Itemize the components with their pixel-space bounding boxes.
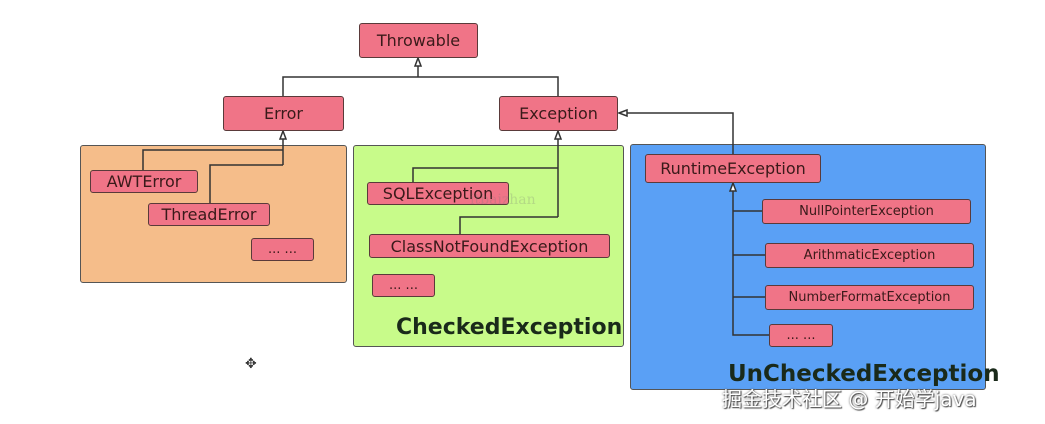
arrow-runtime — [616, 108, 628, 118]
line-runtime-children — [732, 190, 769, 336]
credit-watermark: 掘金技术社区 @ 开始学java — [722, 387, 977, 411]
line-thread — [209, 164, 283, 203]
arrow-runtime-children — [728, 180, 738, 192]
watermark: itbaizhan — [470, 192, 536, 208]
node-checked-more: ... ... — [372, 274, 435, 297]
node-runtime-more: ... ... — [769, 324, 833, 347]
cursor-move-icon: ✥ — [245, 356, 257, 372]
line-sql — [412, 167, 558, 182]
line-awt — [142, 149, 283, 170]
node-null-pointer: NullPointerException — [762, 199, 971, 224]
node-sql-exception: SQLException — [367, 182, 509, 205]
node-number-format: NumberFormatException — [765, 285, 974, 310]
checked-exception-label: CheckedException — [396, 315, 623, 340]
node-arithmatic: ArithmaticException — [765, 243, 974, 268]
node-runtime-exception: RuntimeException — [645, 154, 821, 183]
node-awt-error: AWTError — [90, 170, 198, 193]
line-cnf — [459, 216, 558, 234]
line-runtime-up — [627, 112, 734, 154]
arrow-exception — [553, 128, 563, 140]
line-top-bar — [282, 76, 559, 96]
arrow-throwable — [413, 55, 423, 67]
node-error-more: ... ... — [251, 238, 314, 261]
node-class-not-found: ClassNotFoundException — [369, 234, 610, 258]
node-error: Error — [223, 96, 344, 131]
node-thread-error: ThreadError — [148, 203, 270, 226]
node-throwable: Throwable — [359, 23, 478, 58]
node-exception: Exception — [499, 96, 618, 131]
unchecked-exception-label: UnCheckedException — [728, 361, 1000, 387]
arrow-error — [278, 128, 288, 140]
